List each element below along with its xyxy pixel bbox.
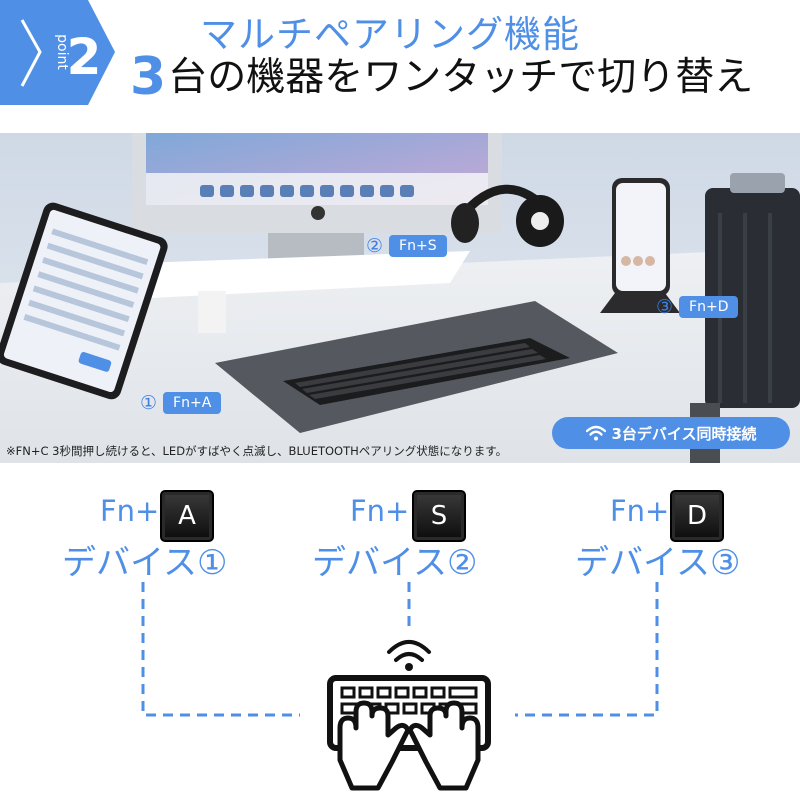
device1-number: ① xyxy=(140,392,158,414)
keyboard-typing-icon xyxy=(327,640,491,791)
device2-tag: ② Fn+S xyxy=(366,235,447,257)
feature-subtitle: 3台の機器をワンタッチで切り替え xyxy=(130,46,753,107)
subtitle-text: 台の機器をワンタッチで切り替え xyxy=(168,55,754,100)
wifi-icon xyxy=(585,425,606,441)
device1-key-label: Fn+A xyxy=(163,392,222,414)
wifi-icon xyxy=(387,640,431,662)
connector-device1 xyxy=(141,582,300,717)
desk-scene-illustration xyxy=(0,133,800,463)
simultaneous-connection-text: 3台デバイス同時接続 xyxy=(611,424,757,443)
product-photo: ② Fn+S ③ Fn+D ① Fn+A 3台デバイス同時接続 xyxy=(0,133,800,463)
device1-label: デバイス① xyxy=(62,543,228,583)
device2-key-label: Fn+S xyxy=(389,235,447,257)
key-a: A xyxy=(160,490,214,542)
feature-title: マルチペアリング機能 xyxy=(200,13,580,56)
key-s: S xyxy=(412,490,466,542)
connection-diagram xyxy=(141,582,659,791)
device3-label: デバイス③ xyxy=(575,543,741,583)
connector-device3 xyxy=(515,582,659,717)
simultaneous-connection-badge: 3台デバイス同時接続 xyxy=(552,417,790,449)
subtitle-number: 3 xyxy=(130,47,167,107)
device3-number: ③ xyxy=(656,296,674,318)
device1-tag: ① Fn+A xyxy=(140,392,222,414)
device3-fn-label: Fn+ xyxy=(610,494,670,528)
device1-fn-label: Fn+ xyxy=(100,494,160,528)
device3-tag: ③ Fn+D xyxy=(656,296,739,318)
key-d: D xyxy=(670,490,724,542)
device2-number: ② xyxy=(366,235,384,257)
point-word: point xyxy=(54,34,70,70)
device2-fn-label: Fn+ xyxy=(350,494,410,528)
point-badge: point 2 xyxy=(0,0,115,105)
point-number: 2 xyxy=(67,28,102,86)
device2-label: デバイス② xyxy=(312,543,478,583)
device3-key-label: Fn+D xyxy=(679,296,739,318)
pairing-note: ※FN+C 3秒間押し続けると、LEDがすばやく点滅し、BLUETOOTHペアリ… xyxy=(6,444,508,458)
